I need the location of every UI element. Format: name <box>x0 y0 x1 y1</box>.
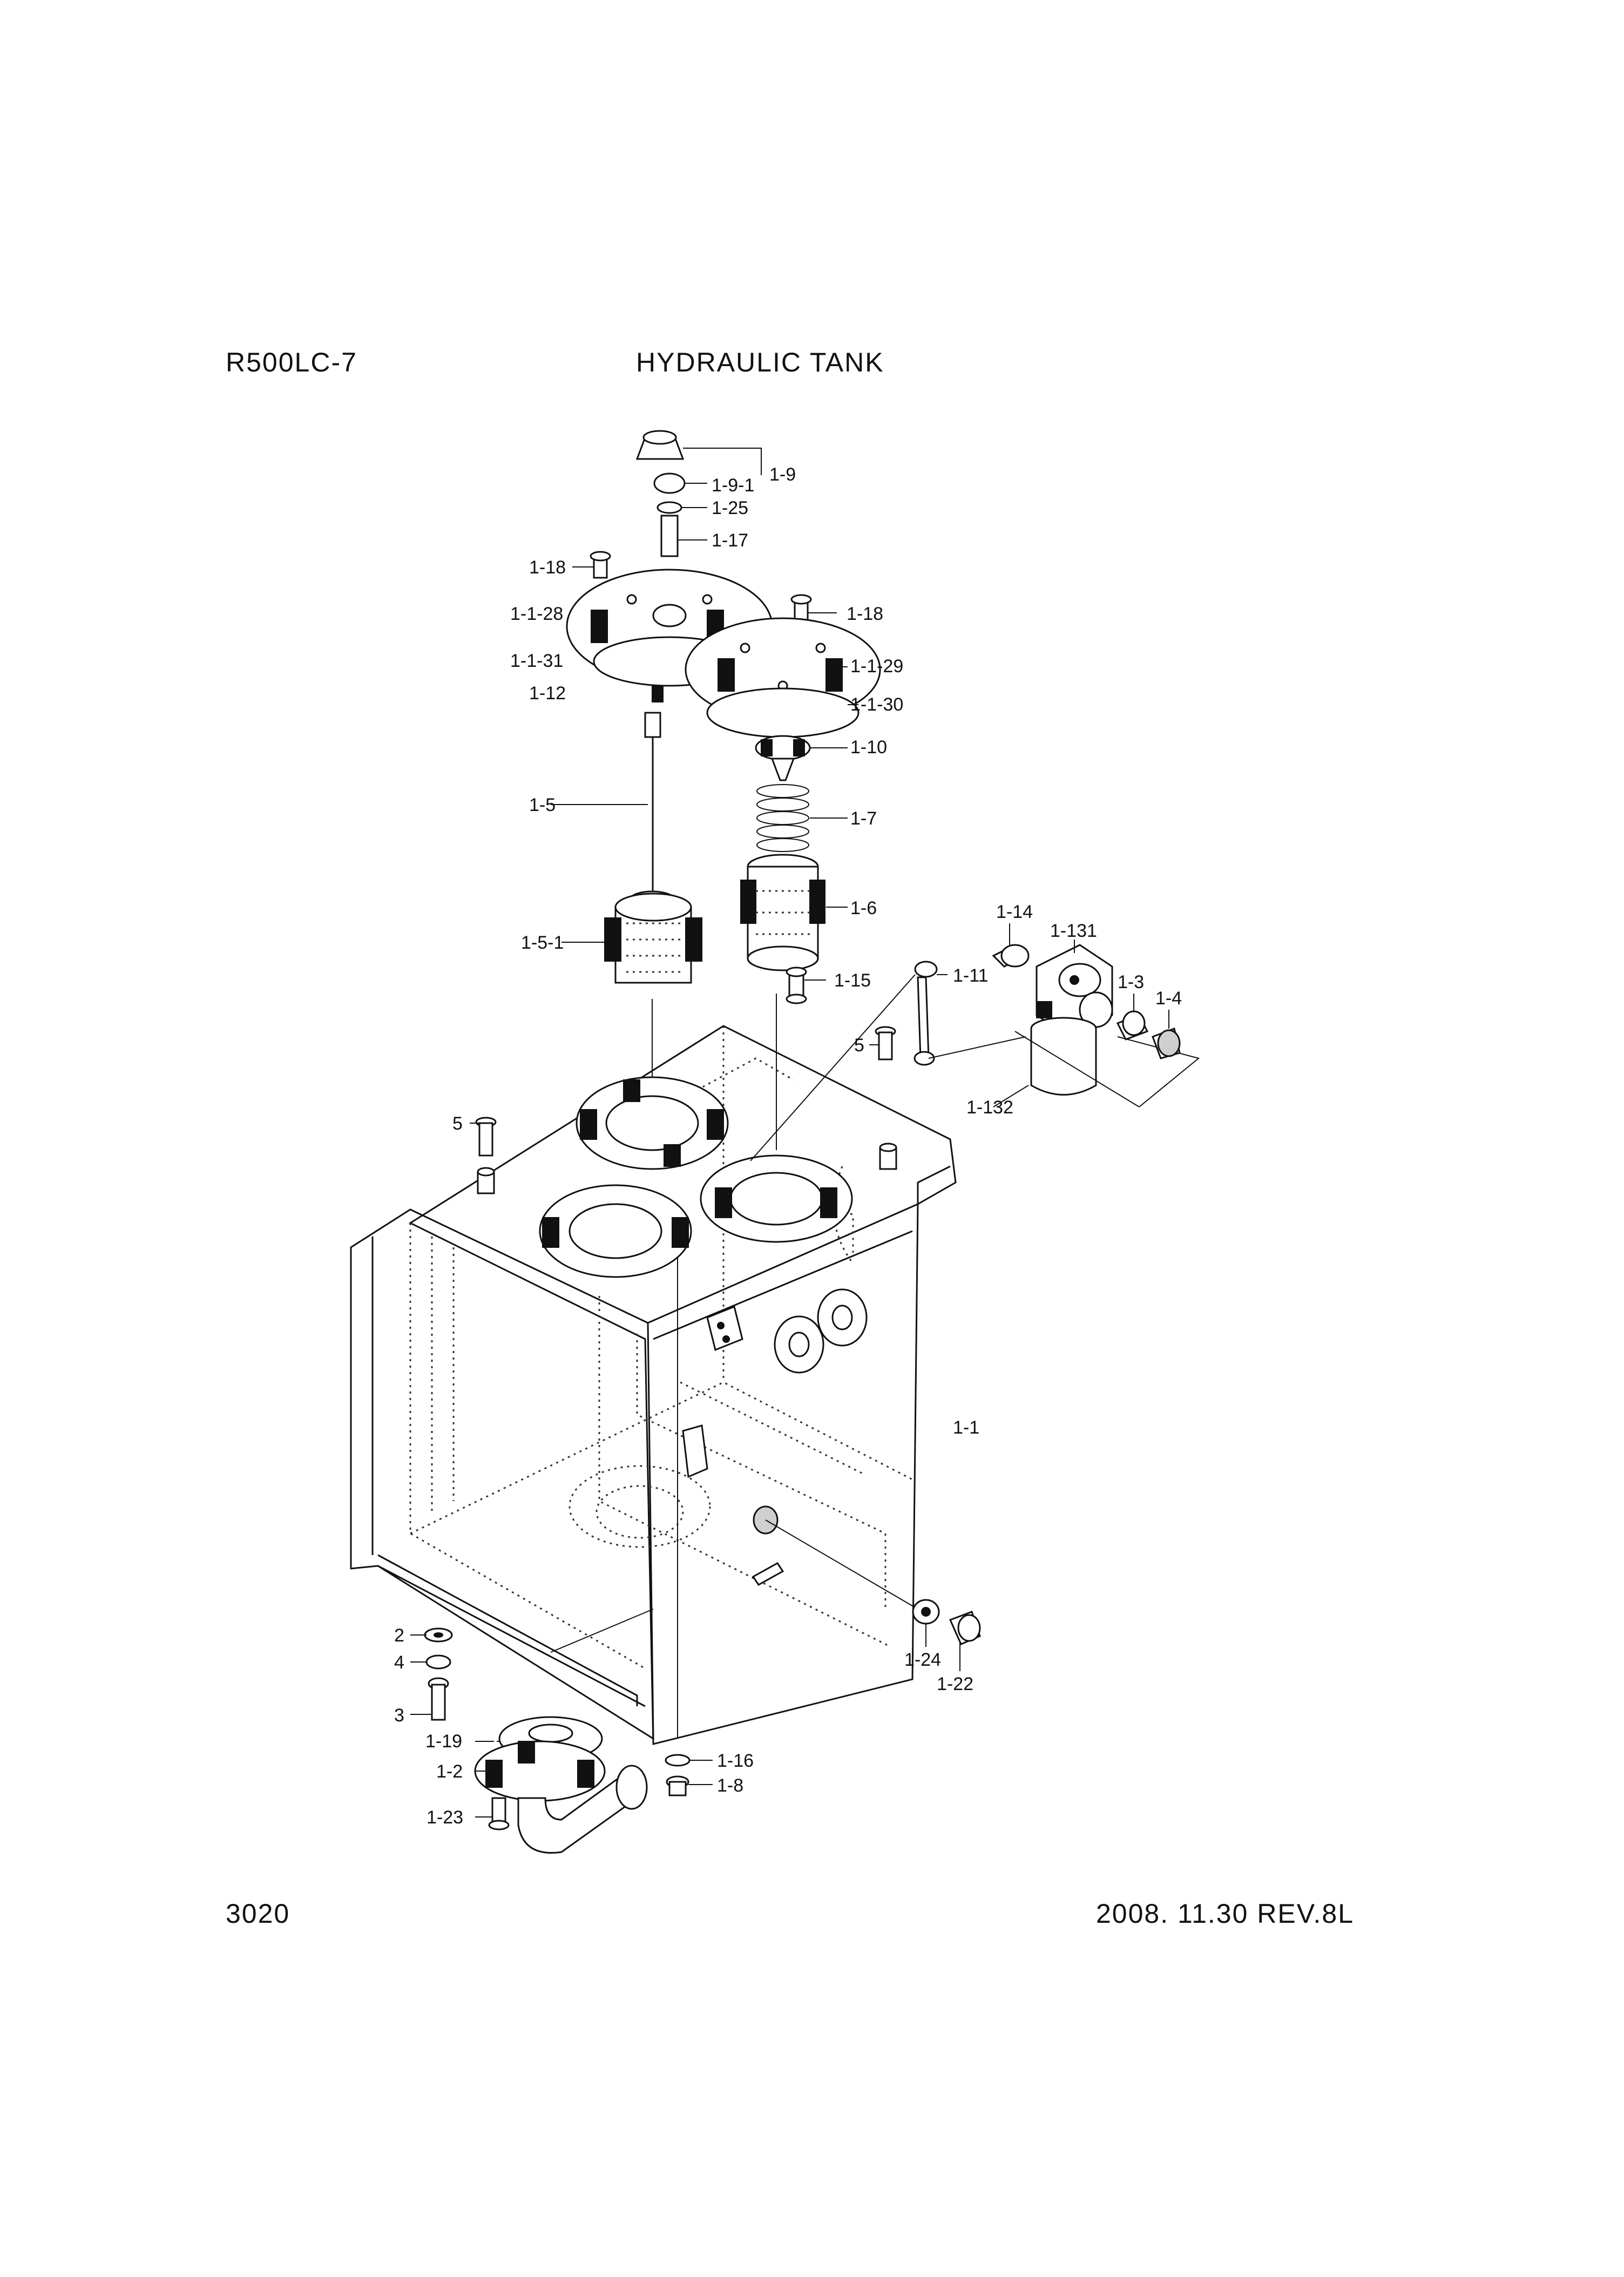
tank-flange-lower-left <box>539 1184 692 1278</box>
callout-1-1-31: 1-1-31 <box>510 651 563 671</box>
callout-3: 3 <box>394 1705 404 1726</box>
filter-assembly-1-131 <box>992 923 1113 1038</box>
model-code: R500LC-7 <box>226 347 357 377</box>
callout-1-7: 1-7 <box>850 808 877 829</box>
washer-2 <box>410 1627 453 1643</box>
revision-date: 2008. 11.30 REV.8L <box>1096 1898 1355 1929</box>
spring-1-12 <box>652 685 664 702</box>
drain-boss <box>752 1505 918 1610</box>
filter-element-1-132 <box>993 1017 1200 1107</box>
callout-1-1-28: 1-1-28 <box>510 604 563 624</box>
top-stud-right <box>879 1143 897 1170</box>
washer-4 <box>410 1654 451 1670</box>
bolt-5-right <box>869 1026 896 1060</box>
o-ring-1-16 <box>665 1754 713 1767</box>
suction-pipe-1-2 <box>474 1740 648 1854</box>
fitting-1-3 <box>1116 994 1149 1040</box>
callout-labels: 1-9 1-9-1 1-25 1-17 1-18 1-1-28 1-1-31 1… <box>394 464 1182 1828</box>
port-flange-2 <box>817 1288 868 1347</box>
callout-1-22: 1-22 <box>937 1674 973 1694</box>
callout-1-4: 1-4 <box>1155 988 1182 1009</box>
callout-5-left: 5 <box>452 1113 463 1134</box>
callout-1-1-29: 1-1-29 <box>850 656 903 677</box>
callout-1-12: 1-12 <box>529 683 566 704</box>
port-flange-1 <box>774 1315 824 1374</box>
washer-1-24 <box>912 1599 940 1647</box>
callout-1-18-left: 1-18 <box>529 557 566 578</box>
callout-1-25: 1-25 <box>712 498 748 518</box>
bolt-1-18-left <box>572 551 611 579</box>
callout-1-2: 1-2 <box>436 1761 463 1782</box>
callout-1-5-1: 1-5-1 <box>521 933 564 953</box>
callout-1-9-1: 1-9-1 <box>712 475 754 496</box>
callout-1-23: 1-23 <box>427 1807 463 1828</box>
page-number: 3020 <box>226 1898 290 1929</box>
callout-1-16: 1-16 <box>717 1751 754 1771</box>
breather-cap-assembly <box>635 430 762 557</box>
sensor-1-22 <box>949 1611 981 1671</box>
mounting-block <box>706 1305 743 1352</box>
callout-1-8: 1-8 <box>717 1775 743 1796</box>
bolt-5-left <box>470 1117 497 1157</box>
sight-block <box>682 1424 708 1478</box>
fitting-1-4 <box>1152 1010 1181 1059</box>
page-title: HYDRAULIC TANK <box>636 347 884 377</box>
callout-1-10: 1-10 <box>850 737 887 758</box>
tank-flange-upper <box>576 1076 729 1170</box>
bolt-3 <box>410 1677 449 1721</box>
callout-1-24: 1-24 <box>904 1650 941 1670</box>
callout-1-1: 1-1 <box>953 1417 979 1438</box>
callout-1-19: 1-19 <box>425 1731 462 1752</box>
callout-1-9: 1-9 <box>769 464 796 485</box>
valve-1-10 <box>755 735 848 781</box>
hydraulic-tank-body <box>350 994 957 1745</box>
callout-1-6: 1-6 <box>850 898 877 918</box>
callout-1-14: 1-14 <box>996 902 1033 922</box>
bolt-1-18-right <box>790 594 837 622</box>
callout-1-15: 1-15 <box>834 970 871 991</box>
bolt-1-23 <box>475 1797 510 1830</box>
callout-1-18-right: 1-18 <box>847 604 883 624</box>
callout-1-5: 1-5 <box>529 795 556 815</box>
tank-flange-right <box>700 1154 853 1243</box>
plug-1-15 <box>786 967 826 1004</box>
level-gauge-1-11 <box>750 961 1026 1161</box>
plug-1-8 <box>666 1775 713 1796</box>
callout-1-132: 1-132 <box>966 1097 1013 1118</box>
suction-strainer-1-5-1 <box>561 890 702 984</box>
return-filter-1-6 <box>740 854 848 971</box>
spring-1-7 <box>756 784 848 852</box>
callout-1-1-30: 1-1-30 <box>850 694 903 715</box>
top-stud-left <box>477 1167 495 1194</box>
callout-1-11: 1-11 <box>953 965 989 986</box>
gasket-right <box>706 687 860 738</box>
callout-5-right: 5 <box>854 1035 864 1056</box>
callout-2: 2 <box>394 1625 404 1646</box>
callout-1-131: 1-131 <box>1050 921 1097 941</box>
callout-1-17: 1-17 <box>712 530 748 551</box>
callout-1-3: 1-3 <box>1118 972 1144 992</box>
rod-1-5 <box>551 712 661 896</box>
callout-4: 4 <box>394 1652 404 1673</box>
